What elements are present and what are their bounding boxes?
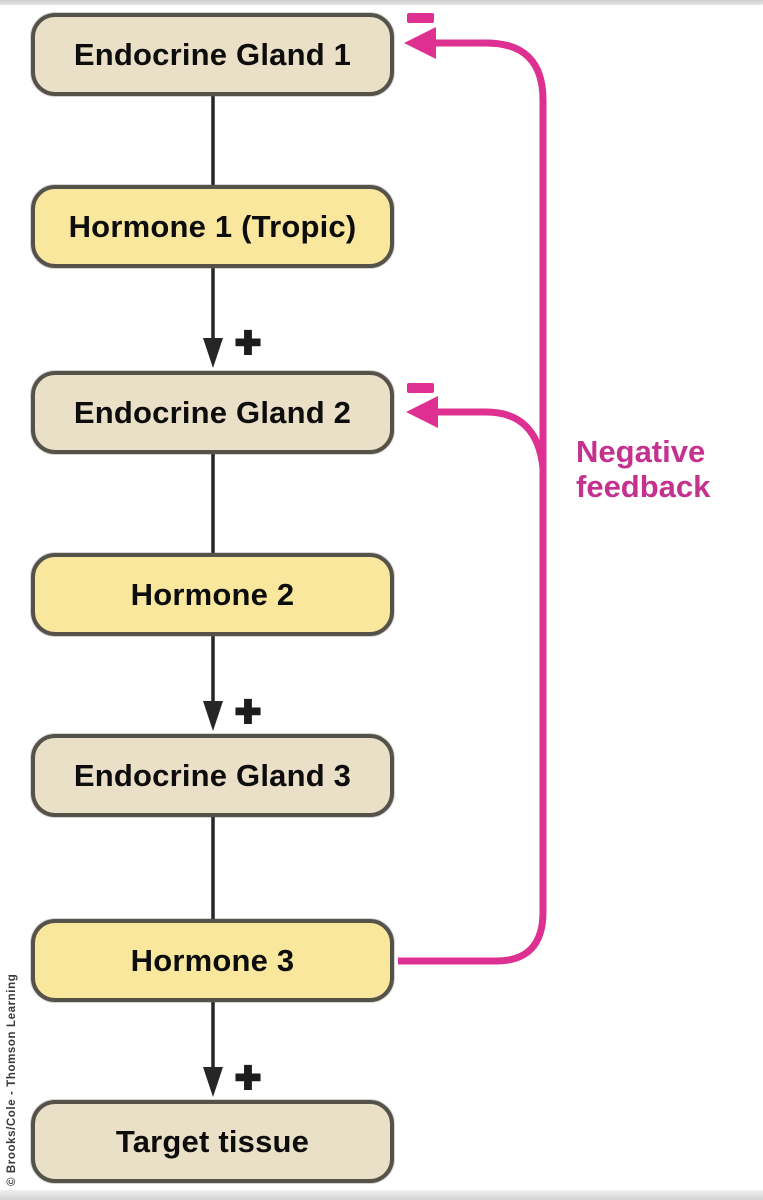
node-endocrine-gland-1: Endocrine Gland 1 (31, 13, 394, 96)
node-hormone-2: Hormone 2 (31, 553, 394, 636)
top-edge-strip (0, 0, 763, 5)
plus-sign-icon: + (234, 687, 263, 736)
node-target-tissue: Target tissue (31, 1100, 394, 1183)
minus-sign-icon (407, 13, 434, 23)
negative-feedback-label-line1: Negative (576, 434, 706, 469)
arrowhead-left-icon (406, 396, 438, 428)
negative-feedback-path-main (398, 39, 547, 965)
plus-sign-icon: + (234, 1053, 263, 1102)
arrowhead-down-icon (203, 701, 223, 731)
bottom-edge-strip (0, 1190, 763, 1200)
arrowhead-down-icon (203, 1067, 223, 1097)
node-hormone-1: Hormone 1 (Tropic) (31, 185, 394, 268)
arrowhead-left-icon (404, 27, 436, 59)
node-endocrine-gland-3: Endocrine Gland 3 (31, 734, 394, 817)
plus-sign-icon: + (234, 318, 263, 367)
node-hormone-3: Hormone 3 (31, 919, 394, 1002)
negative-feedback-path-branch (436, 408, 547, 469)
minus-sign-icon (407, 383, 434, 393)
publisher-credit: © Brooks/Cole - Thomson Learning (6, 973, 18, 1186)
negative-feedback-label-line2: feedback (576, 469, 711, 504)
node-endocrine-gland-2: Endocrine Gland 2 (31, 371, 394, 454)
arrowhead-down-icon (203, 338, 223, 368)
negative-feedback-label: Negative feedback (576, 434, 710, 504)
